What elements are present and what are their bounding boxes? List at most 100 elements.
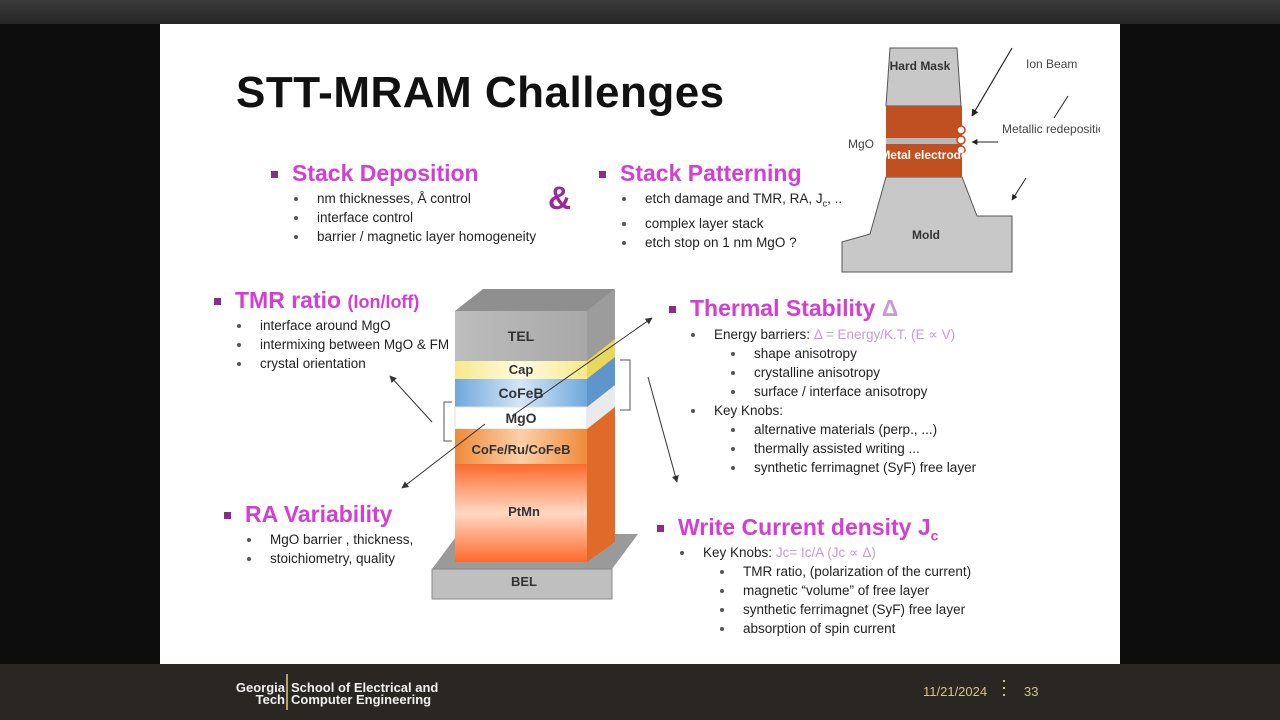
section-bullet <box>214 298 221 306</box>
metal-electrode-shape <box>886 144 962 177</box>
list-item: Key Knobs: Jc= Ic/A (Jc ∝ Δ) <box>680 543 971 562</box>
hard-mask-label: Hard Mask <box>890 59 951 73</box>
list-item: interface control <box>294 208 536 227</box>
list-item: thermally assisted writing ... <box>691 439 976 458</box>
list-item: complex layer stack <box>622 214 842 233</box>
tel-label: TEL <box>508 328 535 344</box>
list-item: alternative materials (perp., ...) <box>691 420 976 439</box>
list-item: etch stop on 1 nm MgO ? <box>622 233 842 252</box>
list-item: shape anisotropy <box>691 344 976 363</box>
ra-variability-heading: RA Variability <box>224 501 392 528</box>
presentation-slide: STT-MRAM Challenges Stack Deposition nm … <box>160 24 1120 664</box>
ptmn-layer <box>455 464 587 562</box>
tel-layer <box>455 311 587 361</box>
list-item: magnetic “volume” of free layer <box>680 581 971 600</box>
write-current-title: Write Current density J <box>678 514 931 540</box>
mold-label: Mold <box>912 228 940 242</box>
list-item: MgO barrier , thickness, <box>247 530 413 549</box>
footer-bar <box>0 664 1280 720</box>
cap-label: Cap <box>509 362 534 377</box>
metal-electrode-label: Metal electrode <box>880 148 968 162</box>
list-item: etch damage and TMR, RA, Jc, .. <box>622 189 842 214</box>
list-item: crystal orientation <box>237 354 449 373</box>
list-item: barrier / magnetic layer homogeneity <box>294 227 536 246</box>
section-bullet <box>657 525 664 533</box>
list-item: TMR ratio, (polarization of the current) <box>680 562 971 581</box>
arrow-to-write-current <box>647 376 679 483</box>
section-bullet <box>271 171 278 179</box>
thermal-stability-list: Energy barriers: Δ = Energy/K.T. (E ∝ V)… <box>691 325 976 477</box>
svg-text:Hard Mask: Hard Mask <box>890 59 951 73</box>
ra-variability-list: MgO barrier , thickness, stoichiometry, … <box>247 530 413 568</box>
mgo-barrier-shape <box>886 138 962 144</box>
list-item: Energy barriers: Δ = Energy/K.T. (E ∝ V) <box>691 325 976 344</box>
stack-deposition-heading: Stack Deposition <box>271 160 479 187</box>
list-item: surface / interface anisotropy <box>691 382 976 401</box>
write-current-list: Key Knobs: Jc= Ic/A (Jc ∝ Δ) TMR ratio, … <box>680 543 971 638</box>
logo-line-2: Tech <box>255 692 285 707</box>
jc-formula: Jc= Ic/A (Jc ∝ Δ) <box>775 545 876 560</box>
ampersand: & <box>548 180 572 216</box>
energy-formula: Δ = Energy/K.T. (E ∝ V) <box>813 327 956 342</box>
list-item: nm thicknesses, Å control <box>294 189 536 208</box>
left-bracket <box>443 401 452 442</box>
upper-electrode-shape <box>886 106 962 138</box>
arrow-to-ra <box>401 423 486 489</box>
mold-shape <box>841 176 1013 273</box>
right-letterbox <box>1120 24 1280 664</box>
patterning-diagram: Hard Mask Metal electrode Mold MgO Ion B… <box>841 47 1100 273</box>
list-item-text: etch damage and TMR, RA, J <box>645 191 823 206</box>
mtj-stack-diagram: TEL Cap CoFeB MgO CoFe/Ru/CoFeB PtMn BEL <box>389 289 679 600</box>
list-item: absorption of spin current <box>680 619 971 638</box>
list-item: crystalline anisotropy <box>691 363 976 382</box>
section-bullet <box>224 512 231 520</box>
cofeb-layer <box>455 379 587 407</box>
mgo-label: MgO <box>848 137 874 151</box>
bel-layer <box>431 568 613 600</box>
logo-line-1: Georgia <box>235 680 285 695</box>
section-bullet <box>599 171 606 179</box>
mold-arrow <box>1011 177 1027 201</box>
georgia-tech-logo: Georgia Tech <box>221 680 285 707</box>
cofeb-label: CoFeB <box>498 385 543 401</box>
list-item: synthetic ferrimagnet (SyF) free layer <box>680 600 971 619</box>
stack-patterning-list: etch damage and TMR, RA, Jc, .. complex … <box>622 189 842 252</box>
list-item: interface around MgO <box>237 316 449 335</box>
bel-label: BEL <box>511 574 537 589</box>
slide-title: STT-MRAM Challenges <box>236 68 725 117</box>
stack-patterning-heading: Stack Patterning <box>599 160 802 187</box>
key-knobs-label: Key Knobs: <box>703 545 773 560</box>
stack-top-face <box>455 289 615 311</box>
left-letterbox <box>0 24 160 664</box>
hard-mask-shape <box>885 47 962 107</box>
list-item-tail: , .. <box>827 191 843 206</box>
list-item: stoichiometry, quality <box>247 549 413 568</box>
thermal-stability-heading: Thermal Stability Δ <box>669 295 898 322</box>
cofe-ru-cofeb-layer <box>455 429 587 464</box>
metallic-redeposition-label: Metallic redeposition <box>1002 122 1100 136</box>
ion-beam-arrow <box>971 47 1013 117</box>
list-item: intermixing between MgO & FM <box>237 335 449 354</box>
arrow-to-thermal <box>511 317 653 417</box>
stack-deposition-title: Stack Deposition <box>292 160 479 186</box>
list-item: synthetic ferrimagnet (SyF) free layer <box>691 458 976 477</box>
ptmn-label: PtMn <box>508 504 540 519</box>
thermal-stability-title: Thermal Stability <box>690 295 876 321</box>
energy-barriers-label: Energy barriers: <box>714 327 811 342</box>
stack-patterning-title: Stack Patterning <box>620 160 802 186</box>
slide-date: 11/21/2024 <box>923 684 988 699</box>
cap-layer <box>455 361 587 379</box>
school-name: School of Electrical and Computer Engine… <box>291 680 439 706</box>
ion-beam-label: Ion Beam <box>1026 57 1077 71</box>
school-line-1: School of Electrical and <box>291 680 439 695</box>
tmr-ratio-subtitle: (Ion/Ioff) <box>347 292 420 312</box>
list-item-subscript: c <box>822 198 828 209</box>
top-window-bar <box>0 0 1280 24</box>
list-item: Key Knobs: <box>691 401 976 420</box>
tmr-ratio-title: TMR ratio <box>235 287 342 313</box>
tmr-ratio-list: interface around MgO intermixing between… <box>237 316 449 373</box>
right-bracket <box>620 359 631 411</box>
logo-divider <box>286 674 288 710</box>
stack-deposition-list: nm thicknesses, Å control interface cont… <box>294 189 536 246</box>
slide-number: 33 <box>1024 684 1039 699</box>
